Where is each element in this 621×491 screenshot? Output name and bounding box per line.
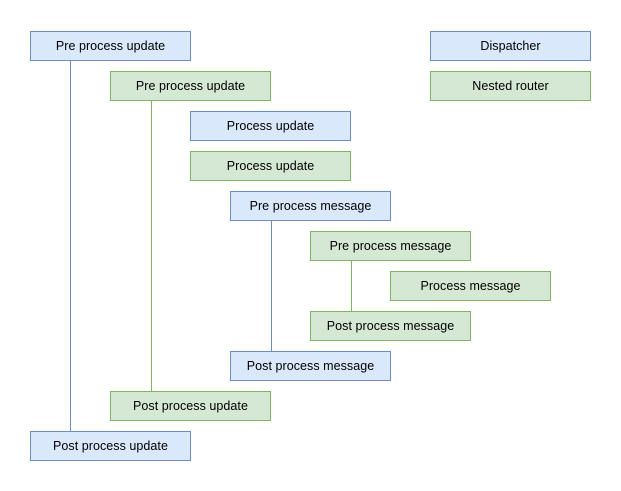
- node-post-process-message-dispatcher[interactable]: Post process message: [230, 351, 391, 381]
- connector-pre-process-message-to-post-process-message-dispatcher[interactable]: [271, 221, 272, 351]
- node-process-update-dispatcher[interactable]: Process update: [190, 111, 351, 141]
- connector-pre-process-update-to-post-process-update-dispatcher[interactable]: [70, 61, 71, 431]
- node-post-process-update-dispatcher[interactable]: Post process update: [30, 431, 191, 461]
- node-process-update-router[interactable]: Process update: [190, 151, 351, 181]
- node-label: Pre process message: [249, 198, 372, 213]
- legend-item-label: Nested router: [472, 78, 549, 93]
- node-pre-process-message-dispatcher[interactable]: Pre process message: [230, 191, 391, 221]
- node-label: Pre process update: [55, 38, 166, 53]
- connector-pre-process-message-to-post-process-message-router[interactable]: [351, 261, 352, 311]
- legend-item-dispatcher[interactable]: Dispatcher: [430, 31, 591, 61]
- node-label: Post process update: [133, 398, 248, 413]
- node-label: Post process message: [246, 358, 375, 373]
- node-label: Post process message: [326, 318, 455, 333]
- node-process-message-router[interactable]: Process message: [390, 271, 551, 301]
- legend-item-nested-router[interactable]: Nested router: [430, 71, 591, 101]
- node-pre-process-message-router[interactable]: Pre process message: [310, 231, 471, 261]
- node-pre-process-update-dispatcher[interactable]: Pre process update: [30, 31, 191, 61]
- node-label: Pre process message: [329, 238, 452, 253]
- node-label: Process update: [226, 158, 315, 173]
- legend-item-label: Dispatcher: [480, 38, 541, 53]
- node-label: Process message: [420, 278, 521, 293]
- node-label: Process update: [226, 118, 315, 133]
- node-post-process-update-router[interactable]: Post process update: [110, 391, 271, 421]
- connector-pre-process-update-to-post-process-update-router[interactable]: [151, 101, 152, 391]
- node-label: Post process update: [53, 438, 168, 453]
- node-post-process-message-router[interactable]: Post process message: [310, 311, 471, 341]
- node-label: Pre process update: [135, 78, 246, 93]
- node-pre-process-update-router[interactable]: Pre process update: [110, 71, 271, 101]
